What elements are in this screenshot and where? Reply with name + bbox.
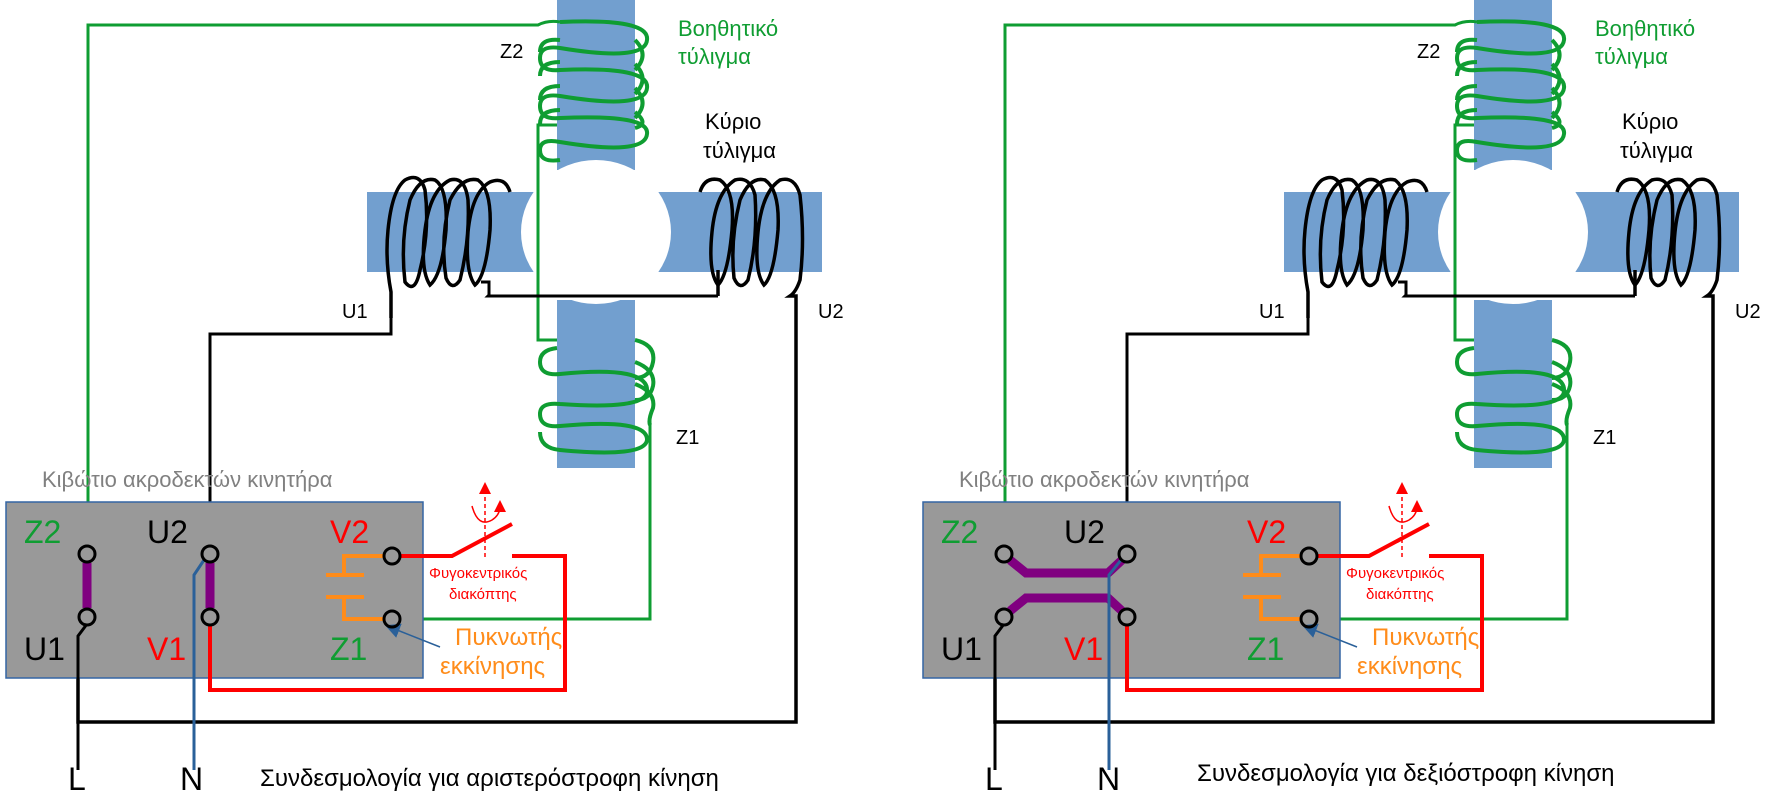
term-label-v2: V2 — [1247, 514, 1286, 550]
switch-label-2: διακόπτης — [449, 586, 517, 603]
coil-label-u1: U1 — [1259, 301, 1285, 323]
main-winding-label-1: Κύριο — [705, 109, 761, 134]
capacitor-label-2: εκκίνησης — [1357, 653, 1462, 680]
switch-label-2: διακόπτης — [1366, 586, 1434, 603]
aux-winding-label-1: Βοηθητικό — [1595, 16, 1695, 41]
main-winding-label-2: τύλιγμα — [703, 138, 776, 163]
term-label-v1: V1 — [1064, 631, 1103, 667]
diagram-clockwise: Βοηθητικό τύλιγμα Κύριο τύλιγμα Z2 Z1 U1… — [923, 0, 1761, 794]
coil-label-z1: Z1 — [1593, 427, 1616, 449]
term-label-u1: U1 — [941, 631, 982, 667]
line-label-l: L — [68, 761, 86, 794]
motor-stator-and-windings — [6, 0, 822, 770]
terminal-v1[interactable] — [1117, 607, 1137, 627]
capacitor-label-1: Πυκνωτής — [1372, 624, 1479, 651]
capacitor-label-2: εκκίνησης — [440, 653, 545, 680]
switch-label-1: Φυγοκεντρικός — [429, 565, 527, 582]
bridge-u1-u2[interactable] — [1007, 593, 1126, 615]
terminal-z1[interactable] — [382, 609, 402, 629]
caption-counterclockwise: Συνδεσμολογία για αριστερόστροφη κίνηση — [260, 765, 719, 792]
term-label-u2: U2 — [1064, 514, 1105, 550]
terminal-v1[interactable] — [200, 607, 220, 627]
term-label-u1: U1 — [24, 631, 65, 667]
aux-winding-label-2: τύλιγμα — [678, 44, 751, 69]
motor-stator-and-windings — [923, 0, 1739, 770]
terminal-u2[interactable] — [200, 544, 220, 564]
coil-label-z2: Z2 — [1417, 41, 1440, 63]
aux-winding-label-2: τύλιγμα — [1595, 44, 1668, 69]
line-label-n: N — [180, 761, 203, 794]
neutral-wire — [192, 559, 206, 770]
terminal-u1[interactable] — [994, 607, 1014, 627]
main-winding-label-1: Κύριο — [1622, 109, 1678, 134]
terminal-box-title: Κιβώτιο ακροδεκτών κινητήρα — [42, 467, 333, 492]
terminal-u1[interactable] — [77, 607, 97, 627]
coil-label-u1: U1 — [342, 301, 368, 323]
term-label-v1: V1 — [147, 631, 186, 667]
coil-label-u2: U2 — [818, 301, 844, 323]
main-winding-label-2: τύλιγμα — [1620, 138, 1693, 163]
coil-label-z1: Z1 — [676, 427, 699, 449]
term-label-z1: Z1 — [1247, 631, 1284, 667]
term-label-z1: Z1 — [330, 631, 367, 667]
line-label-n: N — [1097, 761, 1120, 794]
switch-label-1: Φυγοκεντρικός — [1346, 565, 1444, 582]
coil-label-u2: U2 — [1735, 301, 1761, 323]
terminal-v2[interactable] — [1299, 546, 1319, 566]
terminal-z2[interactable] — [994, 544, 1014, 564]
term-label-z2: Z2 — [941, 514, 978, 550]
aux-winding-label-1: Βοηθητικό — [678, 16, 778, 41]
terminal-z2[interactable] — [77, 544, 97, 564]
terminal-z1[interactable] — [1299, 609, 1319, 629]
capacitor-label-1: Πυκνωτής — [455, 624, 562, 651]
term-label-u2: U2 — [147, 514, 188, 550]
terminal-v2[interactable] — [382, 546, 402, 566]
terminal-box-title: Κιβώτιο ακροδεκτών κινητήρα — [959, 467, 1250, 492]
terminal-u2[interactable] — [1117, 544, 1137, 564]
diagram-counterclockwise: Βοηθητικό τύλιγμα Κύριο τύλιγμα Z2 Z1 U1… — [6, 0, 844, 794]
neutral-wire — [1107, 559, 1123, 770]
caption-clockwise: Συνδεσμολογία για δεξιόστροφη κίνηση — [1197, 760, 1614, 787]
coil-label-z2: Z2 — [500, 41, 523, 63]
line-label-l: L — [985, 761, 1003, 794]
term-label-z2: Z2 — [24, 514, 61, 550]
term-label-v2: V2 — [330, 514, 369, 550]
